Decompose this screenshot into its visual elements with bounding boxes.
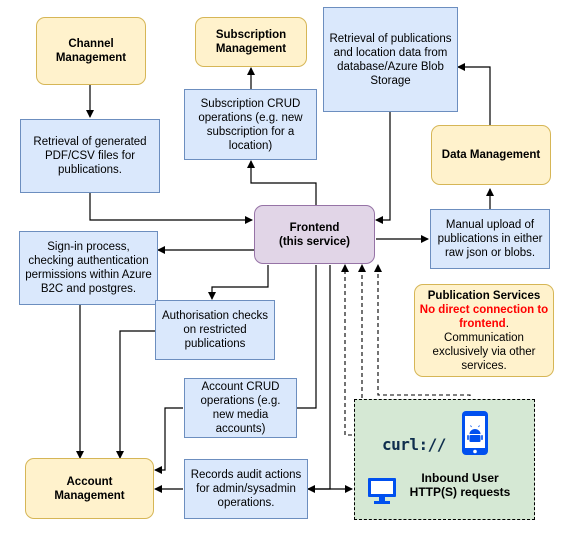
- publication-services-box: Publication Services No direct connectio…: [414, 284, 554, 377]
- data-management-box: Data Management: [431, 125, 551, 185]
- authorisation-box: Authorisation checks on restricted publi…: [155, 300, 275, 360]
- retrieval-pdf-box: Retrieval of generated PDF/CSV files for…: [20, 119, 160, 193]
- channel-management-box: Channel Management: [36, 17, 146, 85]
- android-phone-icon: [462, 411, 488, 455]
- frontend-title: Frontend: [289, 221, 340, 234]
- account-crud-box: Account CRUD operations (e.g. new media …: [184, 378, 297, 438]
- subscription-crud-box: Subscription CRUD operations (e.g. new s…: [184, 89, 317, 160]
- account-management-label: Account Management: [54, 475, 125, 502]
- account-management-box: Account Management: [25, 458, 154, 519]
- subscription-crud-label: Subscription CRUD operations (e.g. new s…: [198, 97, 303, 152]
- frontend-box: Frontend (this service): [254, 205, 375, 264]
- subscription-management-label: Subscription Management: [215, 29, 287, 55]
- publication-services-note: Communication exclusively via other serv…: [432, 331, 536, 372]
- retrieval-pdf-label: Retrieval of generated PDF/CSV files for…: [33, 136, 147, 176]
- signin-label: Sign-in process, checking authentication…: [25, 241, 152, 295]
- audit-label: Records audit actions for admin/sysadmin…: [190, 469, 302, 509]
- account-crud-label: Account CRUD operations (e.g. new media …: [200, 381, 281, 435]
- manual-upload-label: Manual upload of publications in either …: [437, 219, 543, 259]
- retrieval-publications-box: Retrieval of publications and location d…: [323, 7, 458, 112]
- inbound-requests-text: Inbound User HTTP(S) requests: [409, 471, 511, 499]
- frontend-subtitle: (this service): [279, 235, 350, 248]
- curl-logo: curl://: [382, 435, 446, 454]
- data-management-label: Data Management: [441, 149, 541, 161]
- retrieval-publications-label: Retrieval of publications and location d…: [329, 32, 452, 87]
- monitor-icon: [368, 478, 396, 504]
- signin-box: Sign-in process, checking authentication…: [19, 231, 158, 305]
- publication-services-warning: No direct connection to frontend: [419, 303, 549, 330]
- authorisation-label: Authorisation checks on restricted publi…: [161, 310, 269, 350]
- channel-management-label: Channel Management: [55, 38, 127, 64]
- publication-services-dot: .: [505, 317, 509, 330]
- inbound-requests-label: Inbound User HTTP(S) requests: [405, 460, 515, 510]
- subscription-management-box: Subscription Management: [195, 17, 307, 67]
- manual-upload-box: Manual upload of publications in either …: [430, 209, 550, 269]
- audit-box: Records audit actions for admin/sysadmin…: [184, 459, 308, 519]
- publication-services-title: Publication Services: [427, 289, 541, 302]
